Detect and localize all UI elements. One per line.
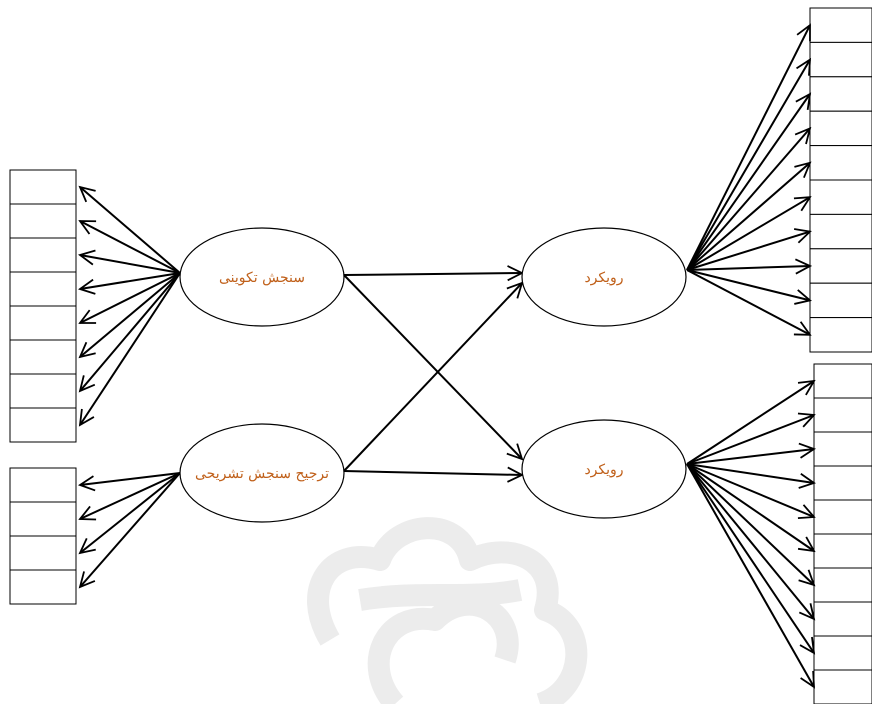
indicator-arrow	[686, 463, 814, 483]
indicator-box	[9, 271, 77, 307]
indicator-box	[813, 499, 872, 535]
indicator-box	[9, 501, 77, 537]
indicator-arrow	[686, 463, 814, 551]
indicator-box	[813, 669, 872, 704]
indicator-arrow	[80, 472, 181, 587]
indicator-box	[9, 237, 77, 273]
indicator-box	[9, 535, 77, 571]
indicator-arrow	[686, 94, 810, 271]
indicator-arrow	[80, 472, 181, 553]
indicator-box	[809, 248, 872, 284]
indicator-arrow	[686, 463, 814, 619]
indicator-box	[813, 567, 872, 603]
indicator-arrow	[80, 272, 181, 425]
path-arrow	[343, 274, 522, 459]
path-arrow	[343, 471, 522, 475]
summative-ellipse	[179, 423, 345, 523]
indicator-arrow	[686, 232, 810, 271]
indicator-box	[9, 467, 77, 503]
indicator-box	[9, 305, 77, 341]
indicator-arrow	[686, 449, 814, 465]
indicator-arrow	[686, 266, 810, 270]
indicator-arrow	[686, 415, 814, 465]
path-arrow	[343, 283, 522, 472]
indicator-arrow	[80, 187, 181, 274]
indicator-arrow	[686, 269, 810, 335]
indicator-arrow	[686, 163, 810, 271]
indicator-arrow	[80, 472, 181, 485]
formative-label: سنجش تکوینی	[219, 270, 305, 286]
indicator-arrow	[686, 197, 810, 271]
indicator-box	[809, 110, 872, 147]
indicator-box	[809, 282, 872, 319]
indicator-box	[809, 41, 872, 78]
indicator-box	[813, 431, 872, 467]
approach-top-ellipse	[521, 227, 687, 327]
indicator-box	[809, 76, 872, 112]
indicator-box	[9, 339, 77, 375]
indicator-arrow	[80, 272, 181, 391]
indicator-box	[813, 363, 872, 399]
indicator-box	[809, 213, 872, 250]
latent-variables	[179, 227, 687, 523]
indicator-box	[9, 203, 77, 239]
approach-bottom-ellipse	[521, 419, 687, 519]
indicator-box	[809, 145, 872, 181]
indicator-box	[809, 7, 872, 43]
path-arrow	[343, 273, 522, 275]
indicator-arrow	[80, 272, 181, 289]
indicator-arrow	[686, 463, 814, 585]
indicator-arrow	[686, 269, 810, 300]
approach-top-label: رویکرد	[584, 270, 623, 286]
indicator-box	[813, 601, 872, 637]
indicator-box	[9, 169, 77, 205]
summative-label: ترجیح سنجش تشریحی	[195, 466, 329, 482]
indicator-arrow	[80, 255, 181, 274]
indicator-box	[9, 569, 77, 605]
indicator-arrow	[686, 128, 810, 271]
indicator-arrow	[686, 381, 814, 465]
indicator-arrow	[686, 463, 814, 687]
structural-paths	[343, 273, 522, 475]
indicator-arrow	[686, 463, 814, 517]
indicator-box	[9, 373, 77, 409]
indicator-box	[813, 397, 872, 433]
university-seal-watermark	[307, 517, 588, 704]
indicator-arrow	[80, 472, 181, 519]
indicator-box	[813, 635, 872, 671]
indicator-box	[813, 465, 872, 501]
indicator-box	[813, 533, 872, 569]
indicator-arrow	[80, 272, 181, 357]
approach-bottom-label: رویکرد	[584, 462, 623, 478]
indicator-arrows	[80, 25, 814, 687]
indicator-arrow	[80, 221, 181, 274]
formative-ellipse	[179, 227, 345, 327]
indicator-box	[9, 407, 77, 443]
indicator-arrow	[686, 60, 810, 271]
indicator-box	[809, 317, 872, 353]
indicator-box	[809, 179, 872, 215]
indicator-arrow	[686, 25, 810, 271]
indicator-arrow	[80, 272, 181, 323]
indicator-arrow	[686, 463, 814, 653]
